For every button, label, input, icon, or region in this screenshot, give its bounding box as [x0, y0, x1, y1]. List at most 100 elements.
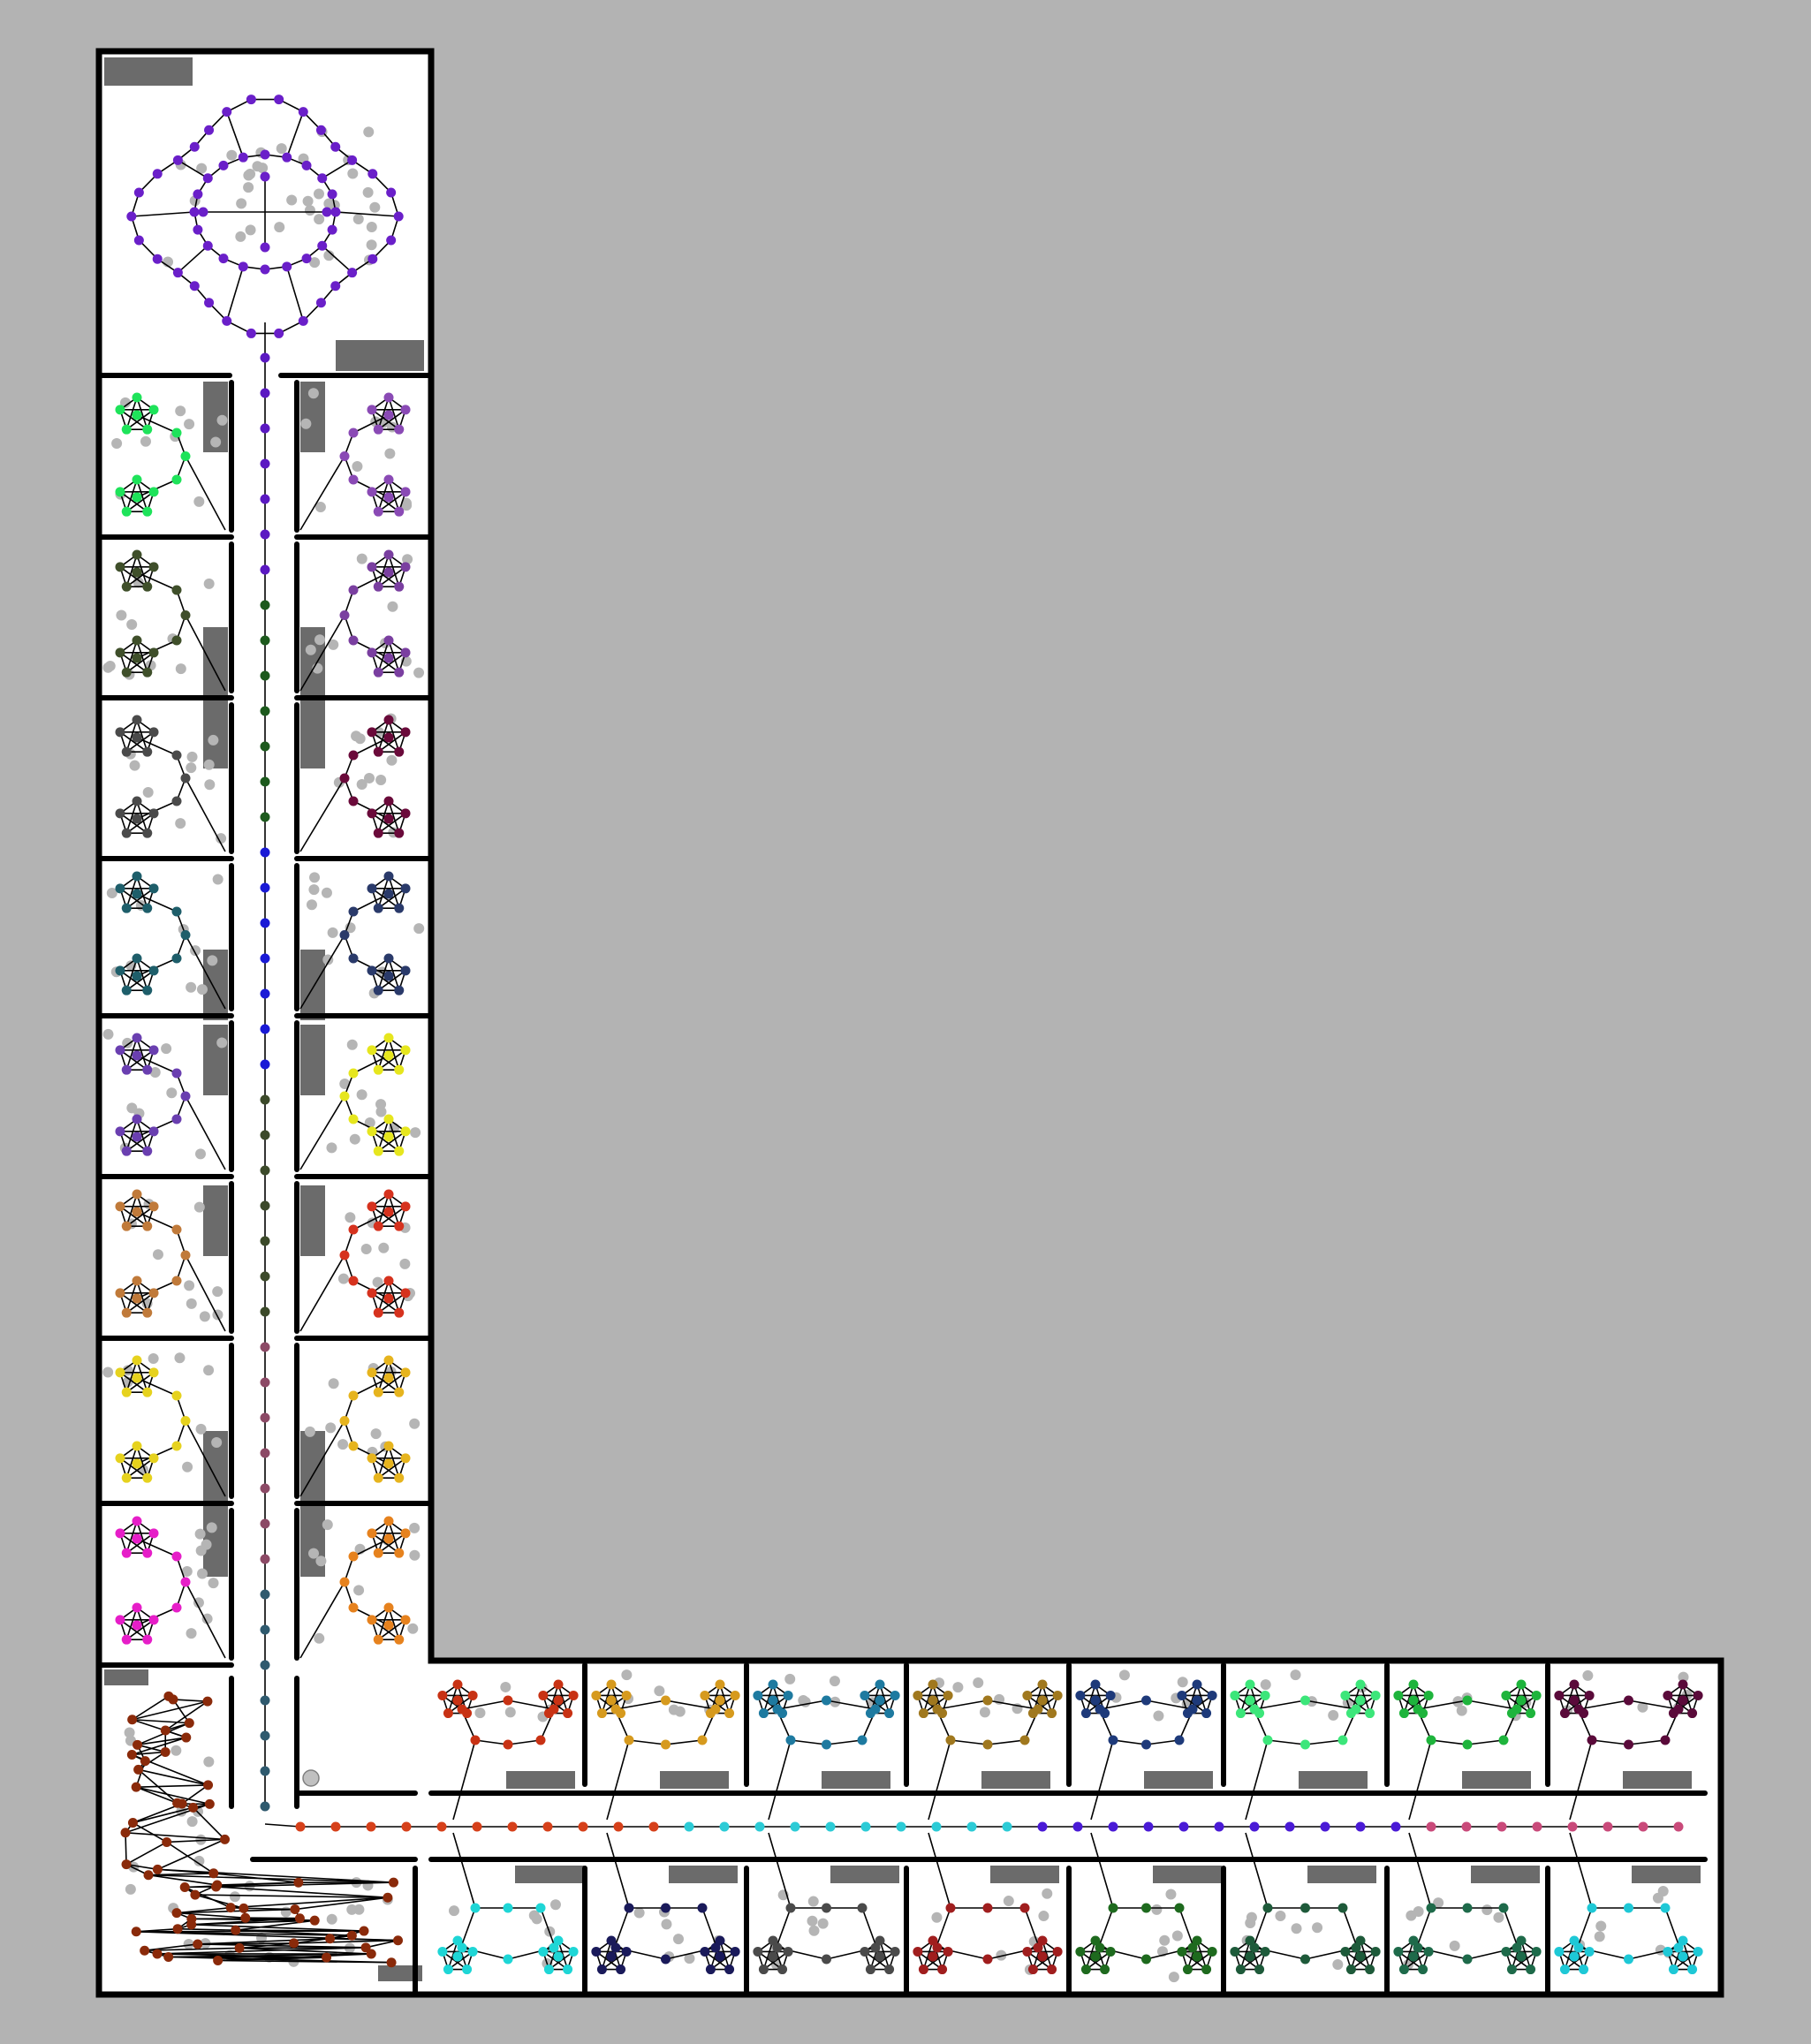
- graph-node: [1501, 1946, 1512, 1957]
- seat: [1168, 1972, 1179, 1983]
- graph-node: [180, 610, 191, 620]
- seat: [351, 731, 362, 742]
- graph-node: [115, 883, 125, 894]
- seat: [304, 205, 315, 216]
- graph-node: [260, 1695, 270, 1706]
- graph-node: [1207, 1946, 1217, 1957]
- graph-node: [373, 1146, 383, 1156]
- graph-node: [1408, 1679, 1419, 1690]
- graph-edge: [125, 1193, 138, 1227]
- graph-node: [148, 965, 159, 976]
- graph-edge: [168, 1956, 392, 1964]
- graph-node: [578, 1821, 588, 1832]
- graph-node: [1260, 1690, 1270, 1700]
- seat: [314, 502, 326, 513]
- graph-node: [1108, 1903, 1118, 1913]
- seat: [401, 500, 413, 511]
- seat: [366, 222, 377, 233]
- graph-node: [132, 567, 142, 578]
- graph-node: [348, 1551, 359, 1562]
- graph-node: [624, 1735, 634, 1745]
- seat: [402, 554, 413, 565]
- graph-node: [260, 423, 270, 434]
- graph-edge: [184, 1886, 231, 1909]
- graph-node: [1423, 1946, 1434, 1957]
- graph-edge: [388, 1193, 400, 1227]
- graph-edge: [1403, 1940, 1414, 1970]
- graph-node: [452, 1679, 463, 1690]
- graph-node: [1393, 1690, 1404, 1700]
- graph-node: [1187, 1942, 1198, 1953]
- graph-edge: [928, 1832, 951, 1909]
- graph-node: [1075, 1690, 1086, 1700]
- graph-edge: [157, 1868, 394, 1883]
- graph-node: [260, 171, 270, 182]
- graph-node: [1108, 1735, 1118, 1745]
- graph-node: [1143, 1821, 1154, 1832]
- seat: [308, 1548, 320, 1559]
- graph-node: [383, 1207, 394, 1217]
- graph-node: [388, 1877, 398, 1888]
- graph-node: [348, 1276, 359, 1286]
- graph-node: [563, 1708, 573, 1719]
- graph-node: [383, 1458, 394, 1469]
- graph-node: [260, 670, 270, 681]
- graph-edge: [1667, 1950, 1694, 1971]
- graph-edge: [1682, 1940, 1694, 1970]
- graph-node: [1201, 1708, 1212, 1719]
- graph-node: [945, 1735, 956, 1745]
- seat: [315, 1556, 327, 1567]
- graph-node: [928, 1935, 938, 1946]
- graph-node: [180, 930, 191, 940]
- furniture-block: [300, 950, 325, 1020]
- graph-edge: [352, 893, 390, 912]
- graph-node: [383, 1620, 394, 1631]
- graph-edge: [452, 1832, 476, 1909]
- seat: [674, 1706, 686, 1717]
- graph-node: [966, 1821, 977, 1832]
- graph-node: [394, 667, 405, 678]
- graph-node: [1047, 1708, 1057, 1719]
- graph-node: [171, 1068, 182, 1079]
- graph-edge: [1234, 1950, 1261, 1971]
- seat: [203, 759, 215, 770]
- graph-edge: [987, 1700, 1039, 1710]
- graph-node: [1037, 1935, 1048, 1946]
- graph-node: [1075, 1946, 1086, 1957]
- graph-edge: [557, 1940, 569, 1970]
- graph-node: [1390, 1821, 1401, 1832]
- graph-edge: [1578, 1700, 1629, 1710]
- graph-edge: [1628, 1700, 1679, 1710]
- graph-node: [943, 1946, 953, 1957]
- graph-node: [367, 808, 377, 819]
- graph-node: [768, 1679, 778, 1690]
- seat: [304, 1426, 315, 1437]
- graph-node: [132, 1114, 142, 1124]
- seat: [204, 779, 216, 791]
- graph-edge: [377, 409, 406, 430]
- graph-node: [132, 1620, 142, 1631]
- graph-node: [202, 173, 213, 184]
- graph-node: [982, 1954, 993, 1965]
- graph-edge: [137, 1737, 186, 1746]
- graph-node: [754, 1821, 765, 1832]
- graph-node: [1584, 1946, 1595, 1957]
- graph-node: [260, 635, 270, 646]
- graph-edge: [119, 813, 148, 834]
- graph-node: [1337, 1735, 1348, 1745]
- graph-node: [132, 1207, 142, 1217]
- graph-node: [1187, 1704, 1198, 1715]
- graph-node: [1178, 1821, 1189, 1832]
- seat: [186, 981, 197, 993]
- graph-edge: [377, 554, 390, 587]
- graph-edge: [1345, 1694, 1371, 1715]
- graph-node: [610, 1704, 621, 1715]
- graph-node: [367, 883, 377, 894]
- graph-node: [383, 567, 394, 578]
- graph-node: [1660, 1735, 1671, 1745]
- graph-node: [1423, 1690, 1434, 1700]
- graph-node: [1413, 1942, 1423, 1953]
- graph-node: [1426, 1735, 1436, 1745]
- graph-node: [1512, 1704, 1522, 1715]
- seat: [186, 762, 197, 774]
